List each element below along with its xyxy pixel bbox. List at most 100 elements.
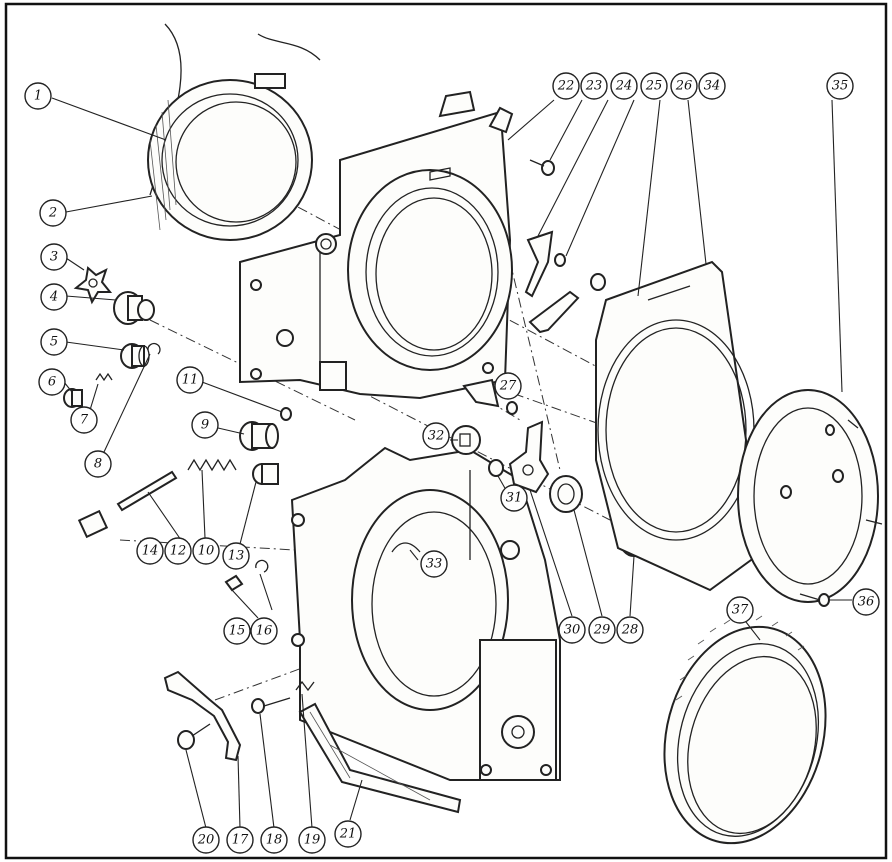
callout-label: 26	[675, 79, 693, 94]
callout-label: 33	[426, 557, 443, 572]
part-knob-9	[239, 421, 279, 451]
callout-circle	[40, 243, 68, 271]
callout-circle	[223, 617, 251, 645]
callout-4: 4	[40, 283, 68, 311]
callout-label: 5	[50, 335, 58, 350]
callout-36: 36	[852, 588, 880, 616]
callout-circle	[422, 422, 450, 450]
callout-circle	[136, 537, 164, 565]
callout-label: 4	[49, 290, 58, 305]
callout-circle	[192, 537, 220, 565]
part-clip-16	[255, 559, 269, 573]
callout-18: 18	[260, 826, 288, 854]
callout-label: 23	[585, 79, 603, 94]
part-spring-7	[95, 372, 113, 382]
callout-31: 31	[500, 484, 528, 512]
callout-label: 7	[80, 413, 89, 428]
part-cam-30	[508, 420, 550, 494]
callout-9: 9	[191, 411, 219, 439]
callout-label: 2	[48, 206, 57, 221]
callout-3: 3	[40, 243, 68, 271]
callout-circle	[610, 72, 638, 100]
callout-label: 37	[732, 603, 749, 618]
callout-label: 34	[704, 79, 721, 94]
callout-33: 33	[420, 550, 448, 578]
callout-8: 8	[84, 450, 112, 478]
callout-12: 12	[164, 537, 192, 565]
callout-circle	[40, 283, 68, 311]
callout-26: 26	[670, 72, 698, 100]
callout-2: 2	[39, 199, 67, 227]
callout-29: 29	[588, 616, 616, 644]
callout-label: 3	[50, 250, 58, 265]
part-felt-strip-21	[298, 702, 462, 814]
part-screw-36	[799, 593, 830, 607]
callout-6: 6	[38, 368, 66, 396]
callout-label: 18	[266, 833, 283, 848]
callout-circle	[698, 72, 726, 100]
callouts: 1 2 3 4 5 6 7 8 9 10 11 12 13 14 15 16 1…	[24, 72, 880, 854]
callout-label: 22	[557, 79, 575, 94]
part-back-cover-34	[595, 260, 764, 592]
callout-label: 35	[832, 79, 849, 94]
callout-circle	[640, 72, 668, 100]
callout-circle	[580, 72, 608, 100]
callout-circle	[616, 616, 644, 644]
callout-label: 36	[858, 595, 875, 610]
callout-label: 13	[228, 549, 245, 564]
diagram-frame	[4, 2, 888, 860]
part-mount-ring-35	[737, 389, 883, 603]
callout-circle	[84, 450, 112, 478]
callout-28: 28	[616, 616, 644, 644]
callout-circle	[176, 366, 204, 394]
part-screw-13	[252, 463, 279, 485]
callout-15: 15	[223, 617, 251, 645]
callout-circle	[260, 826, 288, 854]
part-coil-ring	[147, 73, 313, 241]
callout-label: 10	[198, 544, 215, 559]
callout-label: 28	[621, 623, 639, 638]
callout-circle	[588, 616, 616, 644]
part-knurled-ring-37	[663, 615, 827, 845]
callout-label: 14	[142, 544, 159, 559]
callout-label: 32	[428, 429, 445, 444]
callout-circle	[70, 406, 98, 434]
callout-label: 31	[506, 491, 523, 506]
callout-circle	[852, 588, 880, 616]
part-spring-33	[391, 542, 421, 553]
callout-10: 10	[192, 537, 220, 565]
callout-17: 17	[226, 826, 254, 854]
callout-22: 22	[552, 72, 580, 100]
callout-circle	[40, 328, 68, 356]
callout-25: 25	[640, 72, 668, 100]
callout-37: 37	[726, 596, 754, 624]
callout-24: 24	[610, 72, 638, 100]
callout-label: 21	[339, 827, 357, 842]
callout-27: 27	[494, 372, 522, 400]
callout-label: 9	[201, 418, 209, 433]
callout-label: 20	[197, 833, 215, 848]
callout-circle	[670, 72, 698, 100]
callout-label: 15	[229, 624, 246, 639]
callout-circle	[24, 82, 52, 110]
part-washer-11	[280, 407, 292, 421]
callout-label: 12	[170, 544, 187, 559]
callout-circle	[222, 542, 250, 570]
part-screw-23	[529, 159, 555, 176]
callout-14: 14	[136, 537, 164, 565]
callout-19: 19	[298, 826, 326, 854]
callout-label: 27	[499, 379, 517, 394]
part-cap-6	[63, 388, 83, 408]
callout-label: 6	[48, 375, 56, 390]
part-shaft-12	[116, 470, 178, 512]
callout-34: 34	[698, 72, 726, 100]
callout-circle	[191, 411, 219, 439]
part-star-spring	[73, 266, 113, 305]
part-screw-20	[177, 723, 211, 750]
callout-label: 25	[645, 79, 663, 94]
callout-20: 20	[192, 826, 220, 854]
callout-label: 19	[304, 833, 321, 848]
callout-7: 7	[70, 406, 98, 434]
